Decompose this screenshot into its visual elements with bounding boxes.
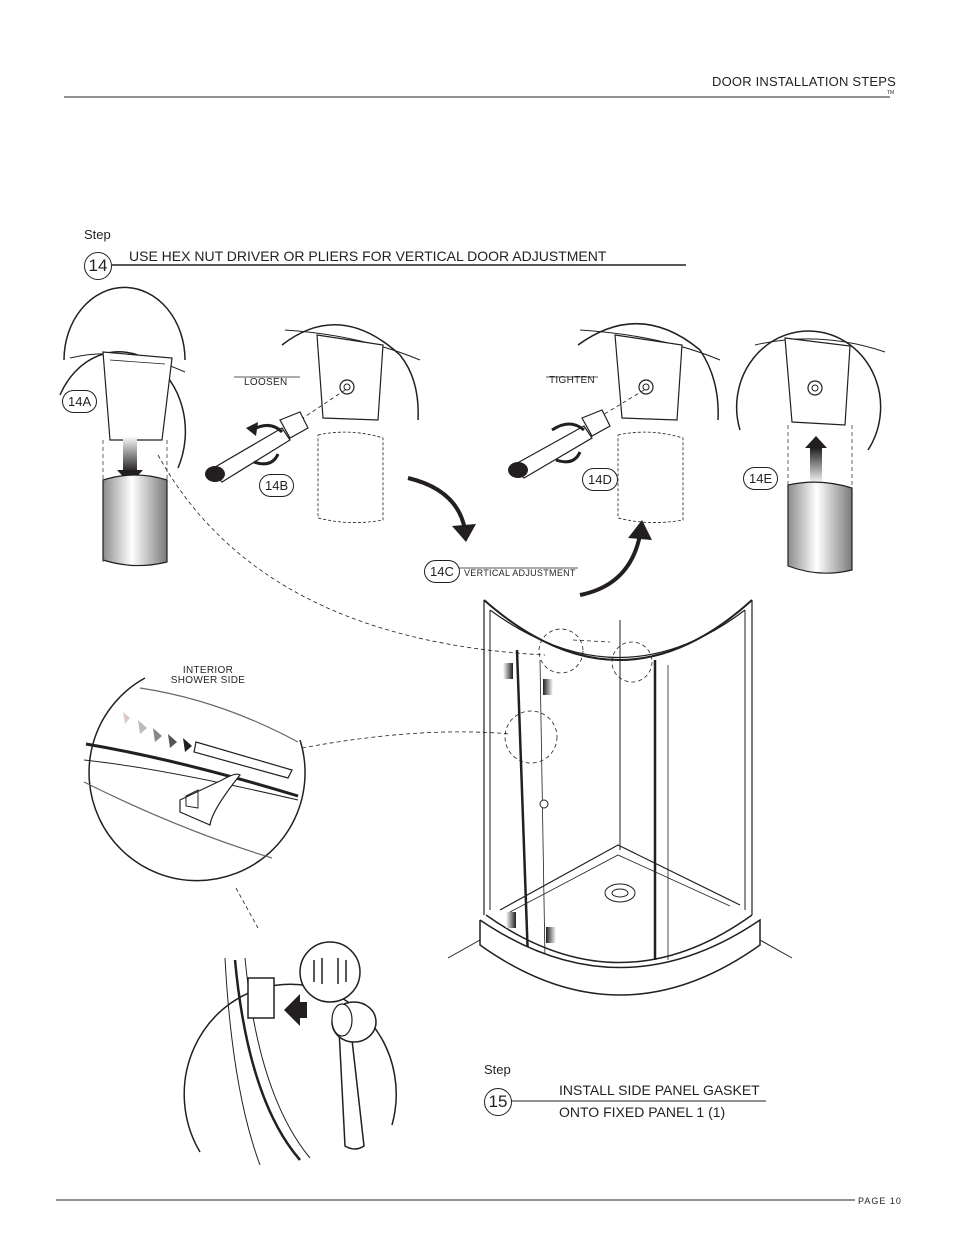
callout-14c: 14C <box>424 560 460 583</box>
callout-14d: 14D <box>582 468 618 491</box>
step-14-word: Step <box>84 227 111 242</box>
interior-label-line2: SHOWER SIDE <box>170 675 246 686</box>
step-15-number: 15 <box>484 1088 512 1116</box>
step-15-instruction-line1: INSTALL SIDE PANEL GASKET <box>559 1082 760 1098</box>
trademark-mark: TM <box>887 90 895 96</box>
interior-label-line1: INTERIOR <box>182 665 234 676</box>
vertical-adjustment-label: VERTICAL ADJUSTMENT <box>464 568 576 578</box>
detail-14a <box>59 286 187 567</box>
shower-enclosure <box>447 599 793 996</box>
step-14-number: 14 <box>84 252 112 280</box>
tighten-label: TIGHTEN <box>549 375 595 386</box>
callout-14e: 14E <box>743 467 779 490</box>
step-14-instruction: USE HEX NUT DRIVER OR PLIERS FOR VERTICA… <box>129 248 607 264</box>
step-15-word: Step <box>484 1062 511 1077</box>
detail-gasket-interior <box>83 677 306 882</box>
step-15-instruction-line2: ONTO FIXED PANEL 1 (1) <box>559 1104 726 1120</box>
arrow-up-icon <box>579 534 642 597</box>
arrow-down-icon <box>407 476 467 531</box>
detail-14e <box>735 330 886 574</box>
page-number: PAGE 10 <box>858 1196 902 1206</box>
interior-shower-side-label: INTERIOR SHOWER SIDE <box>165 666 251 686</box>
detail-14d <box>508 323 721 523</box>
callout-14b: 14B <box>259 474 295 497</box>
section-title: DOOR INSTALLATION STEPS <box>712 74 896 89</box>
loosen-label: LOOSEN <box>244 377 288 388</box>
callout-14a: 14A <box>62 390 98 413</box>
detail-14b <box>205 324 421 523</box>
detail-mallet <box>183 941 397 1166</box>
